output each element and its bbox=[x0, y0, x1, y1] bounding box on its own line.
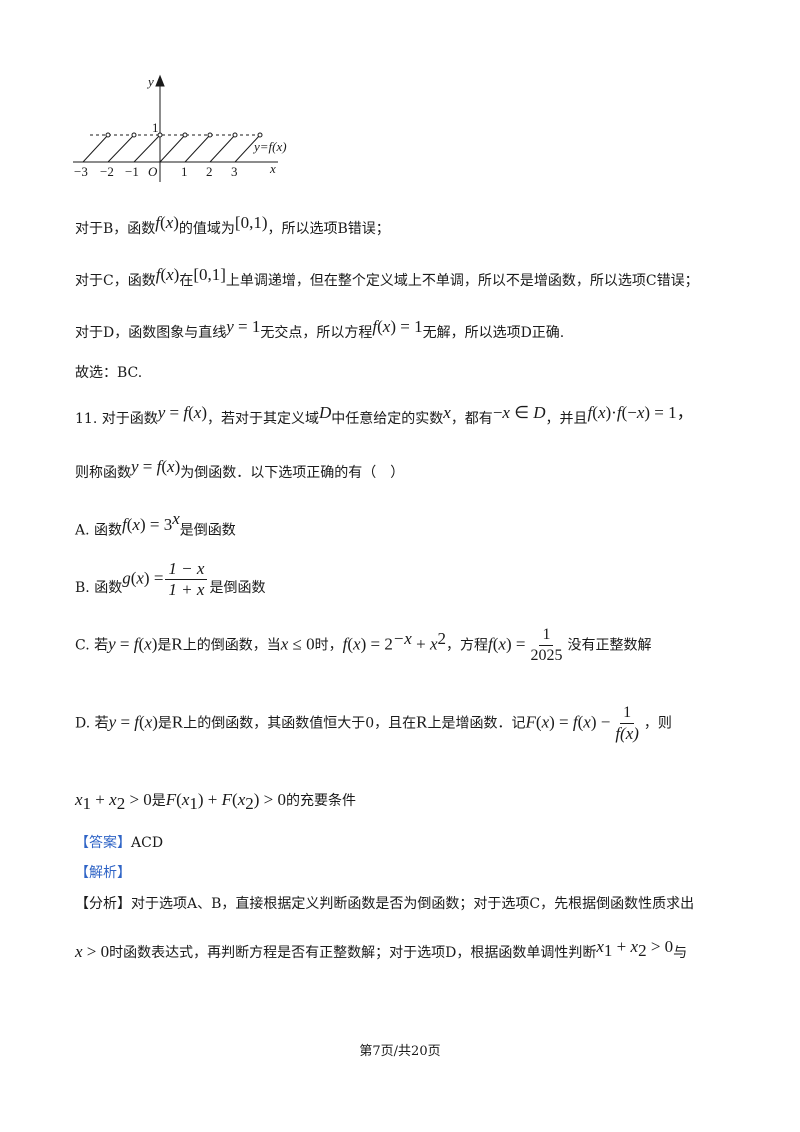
x-axis-label: x bbox=[269, 161, 276, 176]
segment bbox=[184, 134, 211, 163]
segment bbox=[82, 134, 109, 163]
x-tick: −3 bbox=[74, 164, 88, 179]
analysis-line1: 【分析】对于选项A、B，直接根据定义判断函数是否为倒函数；对于选项C，先根据倒函… bbox=[75, 896, 695, 912]
open-point bbox=[207, 132, 213, 138]
segment bbox=[209, 134, 236, 163]
page-footer: 第7页/共20页 bbox=[359, 1044, 441, 1059]
analysis-d: 对于D，函数图象与直线y = 1无交点，所以方程f(x) = 1无解，所以选项D… bbox=[75, 317, 565, 341]
option-d: D. 若y = f(x)是R上的倒函数，其函数值恒大于0，且在R上是增函数．记F… bbox=[75, 704, 672, 743]
answer-line: 【答案】ACD bbox=[75, 832, 163, 852]
segment bbox=[159, 134, 186, 163]
analysis-b: 对于B，函数f(x)的值域为[0,1)，所以选项B错误； bbox=[75, 213, 390, 237]
x-tick: 2 bbox=[206, 164, 213, 179]
x-tick: −2 bbox=[100, 164, 114, 179]
choose-line: 故选：BC. bbox=[75, 365, 143, 381]
segment bbox=[133, 134, 161, 163]
question-11-line2: 则称函数y = f(x)为倒函数．以下选项正确的有（ ） bbox=[75, 457, 405, 481]
option-d-line2: x1 + x2 > 0是F(x1) + F(x2) > 0的充要条件 bbox=[75, 790, 356, 813]
answer-tag: 【答案】 bbox=[75, 835, 131, 851]
y-axis-arrow bbox=[155, 74, 165, 87]
analysis-label: 【解析】 bbox=[75, 865, 131, 881]
analysis-line2: x > 0时函数表达式，再判断方程是否有正整数解；对于选项D，根据函数单调性判断… bbox=[75, 937, 688, 961]
option-a: A. 函数f(x) = 3x是倒函数 bbox=[75, 509, 236, 539]
answer-value: ACD bbox=[131, 835, 164, 851]
curve-label: y=f(x) bbox=[252, 139, 287, 154]
open-point bbox=[182, 132, 188, 138]
question-11-line1: 11. 对于函数y = f(x)，若对于其定义域D中任意给定的实数x，都有−x … bbox=[75, 403, 694, 427]
x-tick: −1 bbox=[125, 164, 139, 179]
option-c: C. 若y = f(x)是R上的倒函数，当x ≤ 0时，f(x) = 2−x +… bbox=[75, 626, 652, 664]
segment bbox=[234, 134, 261, 163]
function-graph: y x O 1 y=f(x) −3 −2 −1 1 2 3 bbox=[73, 74, 287, 182]
open-point bbox=[105, 132, 111, 138]
segment bbox=[107, 134, 135, 163]
open-point bbox=[157, 132, 163, 138]
y-axis-label: y bbox=[146, 74, 154, 89]
origin-label: O bbox=[148, 164, 158, 179]
open-point bbox=[257, 132, 263, 138]
open-point bbox=[232, 132, 238, 138]
y-tick-1: 1 bbox=[152, 120, 159, 135]
x-tick: 1 bbox=[181, 164, 188, 179]
open-point bbox=[131, 132, 137, 138]
x-tick: 3 bbox=[231, 164, 238, 179]
analysis-c: 对于C，函数f(x)在[0,1]上单调递增，但在整个定义域上不单调，所以不是增函… bbox=[75, 265, 699, 289]
